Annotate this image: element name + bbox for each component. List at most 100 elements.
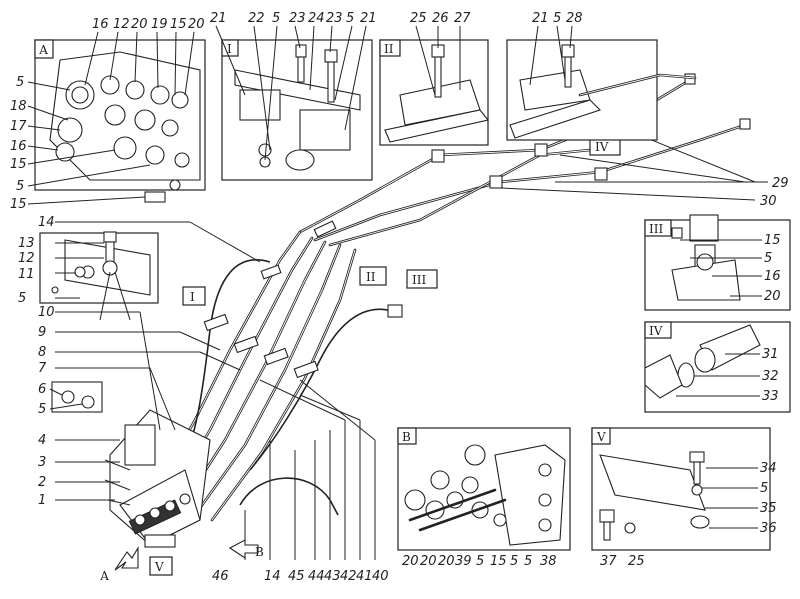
inset-b-tag: В (402, 430, 411, 444)
label-3: 3 (38, 455, 46, 470)
bracket-label-12: 12 (18, 251, 35, 266)
inset-b-label-20: 20 (402, 554, 419, 569)
inset-iv-tag: IV (649, 324, 663, 338)
inset-a-label-5b: 5 (16, 179, 24, 194)
bracket-label-5: 5 (18, 291, 26, 306)
inset-v-label-35: 35 (760, 501, 777, 516)
inset-b-label-20b: 20 (420, 554, 437, 569)
label-9: 9 (38, 325, 46, 340)
label-43: 43 (324, 569, 341, 584)
inset-i-label-23: 23 (289, 11, 306, 26)
bracket-label-11: 11 (18, 267, 35, 282)
callout-II: II (366, 270, 376, 284)
inset-ii-tag: II (384, 42, 394, 56)
label-5: 5 (38, 402, 46, 417)
inset-a-label-20: 20 (131, 17, 148, 32)
inset-v: V 34 5 35 36 37 25 (591, 427, 777, 569)
label-30: 30 (760, 194, 777, 209)
inset-a-label-15b: 15 (10, 157, 27, 172)
view-b-arrow (228, 539, 259, 560)
inset-a-label-15c: 15 (10, 197, 27, 212)
inset-a-label-20b: 20 (188, 17, 205, 32)
inset-v-label-34: 34 (760, 461, 777, 476)
inset-i-label-21: 21 (210, 11, 227, 26)
inset-v-label-5: 5 (760, 481, 768, 496)
inset-a-label-12: 12 (113, 17, 130, 32)
inset-i-label-5b: 5 (346, 11, 354, 26)
inset-v-label-37: 37 (600, 554, 617, 569)
inset-a-label-18: 18 (10, 99, 27, 114)
inset-b: В 20 20 20 39 5 15 5 5 38 (397, 427, 571, 569)
inset-ii: II 25 26 27 (379, 11, 489, 146)
inset-ii-label-26: 26 (432, 11, 449, 26)
inset-b-label-5: 5 (476, 554, 484, 569)
label-14: 14 (38, 215, 55, 230)
inset-tr-label-5: 5 (553, 11, 561, 26)
inset-b-label-38: 38 (540, 554, 557, 569)
callout-IV: IV (595, 140, 609, 154)
inset-i-label-23b: 23 (326, 11, 343, 26)
inset-b-label-20c: 20 (438, 554, 455, 569)
inset-a-label-19: 19 (151, 17, 168, 32)
main-tubing (148, 73, 751, 522)
label-45: 45 (288, 569, 305, 584)
label-4: 4 (38, 433, 46, 448)
inset-iii-tag: III (649, 222, 663, 236)
inset-tr-label-21: 21 (532, 11, 549, 26)
inset-iii-label-20: 20 (764, 289, 781, 304)
label-42: 42 (340, 569, 357, 584)
inset-v-label-36: 36 (760, 521, 777, 536)
label-10: 10 (38, 305, 55, 320)
label-29: 29 (772, 176, 789, 191)
inset-i-label-24: 24 (308, 11, 325, 26)
inset-a-label-15: 15 (170, 17, 187, 32)
label-2: 2 (38, 475, 46, 490)
inset-iii-label-15: 15 (764, 233, 781, 248)
label-1: 1 (38, 493, 46, 508)
callout-I: I (190, 290, 195, 304)
inset-iii-label-5: 5 (764, 251, 772, 266)
valve-block (104, 409, 211, 548)
label-44: 44 (308, 569, 325, 584)
view-a-arrow (114, 546, 139, 571)
inset-v-tag: V (596, 430, 606, 444)
callout-boxes: I II III IV V А В (100, 136, 621, 583)
inset-i-label-21b: 21 (360, 11, 377, 26)
bracket-inset: 13 12 11 5 (18, 231, 159, 321)
label-14b: 14 (264, 569, 281, 584)
inset-a-label-5: 5 (16, 75, 24, 90)
view-b-label: В (255, 545, 264, 559)
inset-tr-label-28: 28 (566, 11, 583, 26)
label-40: 40 (372, 569, 389, 584)
bracket-label-13: 13 (18, 236, 35, 251)
inset-i-label-5: 5 (272, 11, 280, 26)
inset-iii-label-16: 16 (764, 269, 781, 284)
fitting-6-5 (49, 381, 103, 413)
inset-b-label-15: 15 (490, 554, 507, 569)
view-a-label: А (100, 569, 109, 583)
inset-i: I 21 22 5 23 24 23 5 21 (210, 11, 377, 181)
inset-i-label-22: 22 (248, 11, 265, 26)
callout-V: V (154, 560, 164, 574)
inset-i-tag: I (227, 42, 232, 56)
inset-ii-label-27: 27 (454, 11, 471, 26)
inset-iv-label-33: 33 (762, 389, 779, 404)
label-41: 41 (356, 569, 373, 584)
label-6: 6 (38, 382, 46, 397)
inset-top-right: 21 5 28 (506, 11, 697, 141)
inset-b-label-5c: 5 (524, 554, 532, 569)
label-8: 8 (38, 345, 46, 360)
callout-III: III (412, 273, 426, 287)
inset-v-label-25: 25 (628, 554, 645, 569)
main-labels: 29 30 14 10 9 8 7 6 5 4 3 2 1 46 14 45 4… (38, 176, 789, 584)
inset-b-label-5b: 5 (510, 554, 518, 569)
inset-ii-label-25: 25 (410, 11, 427, 26)
inset-a-label-16: 16 (92, 17, 109, 32)
inset-iv-label-32: 32 (762, 369, 779, 384)
inset-iv: IV 31 32 33 (644, 321, 791, 413)
inset-iv-label-31: 31 (762, 347, 779, 362)
inset-b-label-39: 39 (455, 554, 472, 569)
inset-iii: III 15 5 16 20 (644, 214, 791, 311)
label-7: 7 (38, 361, 47, 376)
